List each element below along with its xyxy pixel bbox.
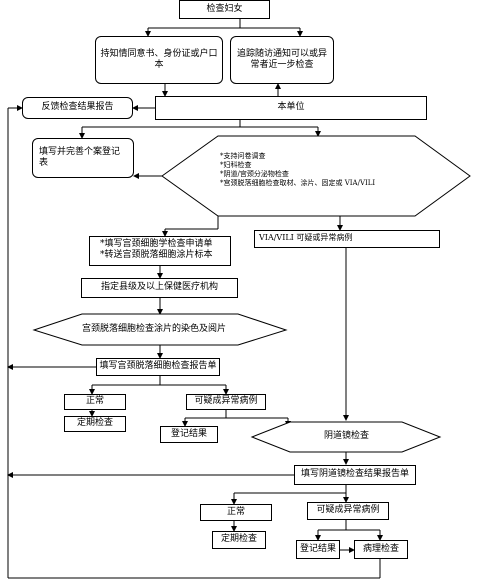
designated-org-box: 指定县级及以上保健医疗机构 [81,278,238,298]
pathology-label: 病理检查 [362,543,399,554]
suspect-2-label: 可疑成异常病例 [316,505,380,516]
feedback-report-box: 反馈检查结果报告 [22,97,133,119]
exam-items-list: *支持问卷调查 *妇科检查 *阴道/宫颈分泌物检查 *宫颈脱落细胞检查取材、涂片… [220,152,375,188]
normal-2-label: 正常 [226,506,245,517]
via-abnormal-label: VIA/VILI 可疑或异常病例 [259,233,353,242]
register-2-box: 登记结果 [296,540,340,559]
periodic-1-box: 定期检查 [64,416,126,432]
register-2-label: 登记结果 [299,543,336,554]
fill-cyto-report-box: 填写宫颈脱落细胞检查报告单 [96,358,220,376]
fill-case-reg-box: 填写并完善个案登记表 [32,138,134,178]
followup-notice-label: 追踪随访通知可以或异常者近一步检查 [236,48,327,70]
register-1-box: 登记结果 [160,426,218,443]
register-1-label: 登记结果 [170,428,207,439]
exam-items-decision [161,135,471,217]
fill-colpo-report-label: 填写阴道镜检查结果报告单 [300,469,409,480]
suspect-1-label: 可疑成异常病例 [194,396,258,407]
exam-item: *妇科检查 [220,161,252,170]
feedback-report-label: 反馈检查结果报告 [41,102,114,113]
stain-read-decision [32,313,288,346]
periodic-1-label: 定期检查 [76,418,113,429]
stain-read-label: 宫颈脱落细胞检查涂片的染色及阅片 [82,324,227,334]
exam-item: *阴道/宫颈分泌物检查 [220,170,289,179]
hold-consent-box: 持知情同意书、身份证或户口本 [95,36,223,84]
colposcopy-decision [250,421,442,453]
cyto-request-line: *转送宫颈脱落细胞涂片标本 [100,250,213,261]
designated-org-label: 指定县级及以上保健医疗机构 [100,282,218,293]
cyto-request-box: *填写宫颈细胞学检查申请单 *转送宫颈脱落细胞涂片标本 [89,236,231,266]
normal-1-label: 正常 [85,396,104,407]
cyto-request-line: *填写宫颈细胞学检查申请单 [100,239,213,249]
colposcopy-label: 阴道镜检查 [324,431,370,441]
periodic-2-box: 定期检查 [212,531,266,549]
periodic-2-label: 定期检查 [220,534,257,545]
normal-2-box: 正常 [200,504,272,521]
followup-notice-box: 追踪随访通知可以或异常者近一步检查 [230,36,334,84]
hold-consent-label: 持知情同意书、身份证或户口本 [100,48,218,70]
this-unit-box: 本单位 [155,96,427,120]
exam-item: *支持问卷调查 [220,152,266,160]
fill-case-reg-label: 填写并完善个案登记表 [39,146,121,168]
fill-colpo-report-box: 填写阴道镜检查结果报告单 [294,465,416,485]
via-abnormal-box: VIA/VILI 可疑或异常病例 [254,230,440,248]
screen-women-label: 检查妇女 [206,3,243,14]
screen-women-box: 检查妇女 [179,0,270,19]
suspect-1-box: 可疑成异常病例 [186,394,266,410]
normal-1-box: 正常 [64,394,126,410]
exam-item: *宫颈脱落细胞检查取材、涂片、固定或 VIA/VILI [220,179,376,188]
suspect-2-box: 可疑成异常病例 [307,502,389,520]
pathology-box: 病理检查 [354,540,408,559]
fill-cyto-report-label: 填写宫颈脱落细胞检查报告单 [99,361,217,372]
this-unit-label: 本单位 [277,102,305,113]
